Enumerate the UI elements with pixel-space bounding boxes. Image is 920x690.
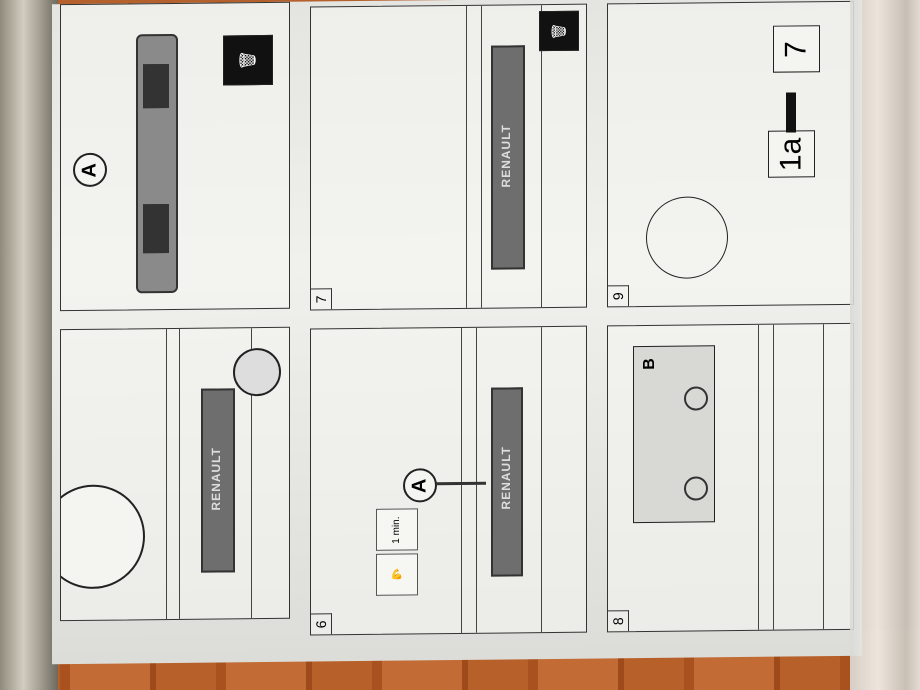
panel-step-7: RENAULT 🗑 7 (310, 3, 587, 311)
panel-step-6: RENAULT A 1 min. 💪 6 (310, 325, 587, 636)
label-b: B (640, 358, 658, 370)
step-number-text: 9 (609, 292, 626, 301)
panel-step-8: B 8 (607, 322, 854, 633)
label-a-text: A (78, 162, 101, 178)
label-a: A (73, 152, 107, 188)
arrow-icon (436, 481, 486, 486)
adhesive-pad (143, 204, 169, 254)
plastic-sleeve (850, 0, 920, 690)
arrow-up-icon (786, 92, 796, 133)
step-number: 6 (311, 613, 332, 635)
detail-zoom-circle (60, 484, 145, 590)
step-number: 8 (608, 610, 629, 632)
timer-icon: 1 min. (376, 508, 418, 551)
instruction-sheet: A 🗑 RENAULT RENAULT 🗑 7 RENAULT A 1 min.… (52, 0, 862, 665)
step-number-text: 8 (609, 617, 626, 626)
step-ref-box: 1a (768, 130, 815, 178)
time-text: 1 min. (391, 515, 403, 544)
brand-text: RENAULT (499, 445, 513, 510)
car-inset: B (633, 345, 715, 524)
detail-zoom-circle (233, 347, 281, 397)
press-arm-icon: 💪 (376, 553, 418, 596)
adhesive-pad (143, 64, 169, 109)
step-ref-from: 1a (774, 137, 808, 171)
step-ref-box: 7 (773, 25, 820, 73)
step-number: 7 (311, 288, 332, 310)
recycle-bin-icon: 🗑 (539, 10, 579, 52)
step-number: 9 (608, 285, 629, 307)
step-ref-to: 7 (779, 40, 813, 58)
brand-text: RENAULT (209, 447, 223, 511)
metal-frame (0, 0, 58, 690)
wheel (684, 386, 708, 411)
step-number-text: 6 (312, 620, 329, 629)
panel-part-a: A 🗑 (60, 1, 290, 312)
brand-text: RENAULT (499, 123, 513, 188)
panel-step-5: RENAULT (60, 326, 290, 622)
panel-step-9: 1a 7 9 (607, 0, 854, 308)
step-number-text: 7 (312, 295, 329, 304)
label-a-text: A (408, 478, 431, 493)
inspect-eye-icon (646, 196, 728, 280)
wheel (684, 476, 708, 501)
label-a: A (403, 468, 437, 503)
recycle-bin-icon: 🗑 (223, 34, 273, 86)
